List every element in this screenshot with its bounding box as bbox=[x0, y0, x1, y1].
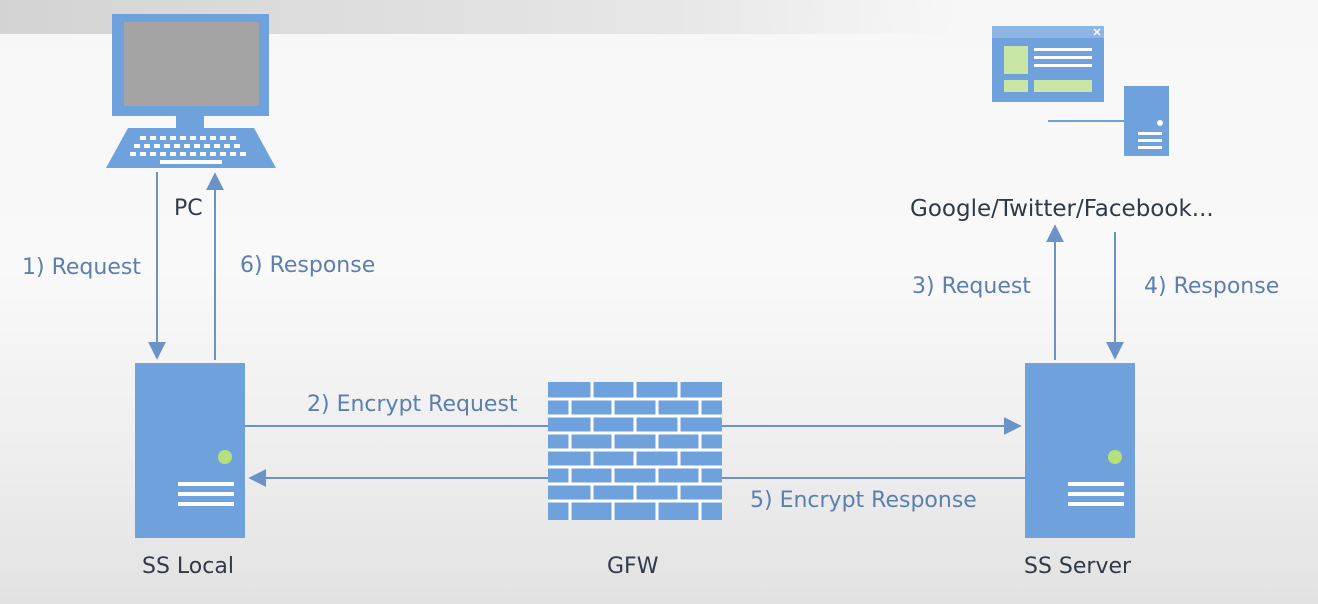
step2-label: 2) Encrypt Request bbox=[307, 392, 518, 417]
web-server-icon bbox=[1124, 86, 1169, 156]
step1-label: 1) Request bbox=[22, 255, 141, 280]
gfw-label: GFW bbox=[607, 554, 659, 579]
sites-label: Google/Twitter/Facebook... bbox=[910, 196, 1214, 222]
step4-label: 4) Response bbox=[1144, 274, 1280, 299]
step3-label: 3) Request bbox=[912, 274, 1031, 299]
website-icon bbox=[992, 26, 1104, 102]
ss-local-label: SS Local bbox=[142, 554, 234, 579]
step5-label: 5) Encrypt Response bbox=[750, 488, 977, 513]
ss-server-icon bbox=[1025, 363, 1135, 538]
pc-label: PC bbox=[174, 196, 203, 221]
firewall-icon bbox=[548, 382, 722, 520]
ss-local-server-icon bbox=[135, 363, 245, 538]
ss-server-label: SS Server bbox=[1024, 554, 1132, 579]
laptop-icon bbox=[106, 14, 276, 168]
step6-label: 6) Response bbox=[240, 253, 376, 278]
